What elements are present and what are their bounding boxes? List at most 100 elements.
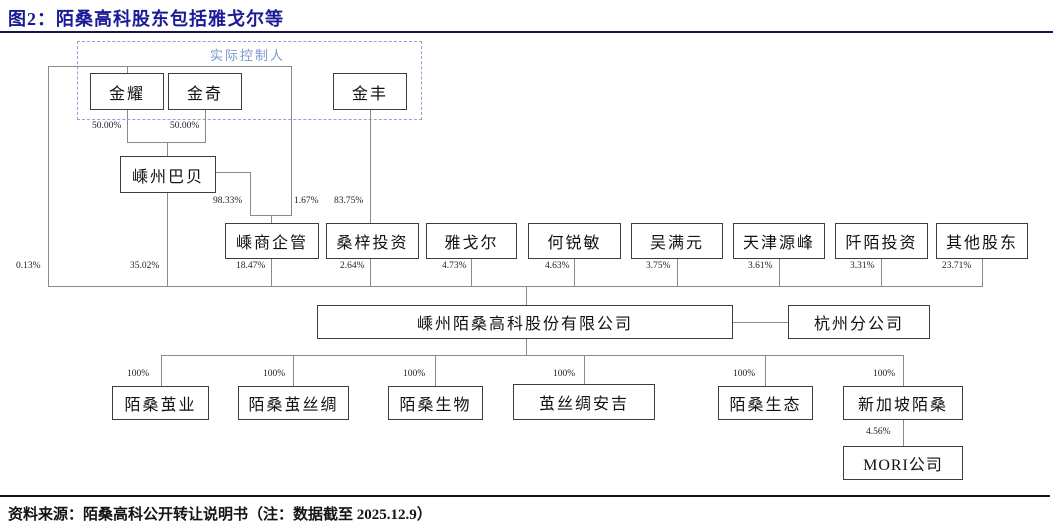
node-shengshang-qiguan: 嵊商企管 bbox=[225, 223, 319, 259]
pct-company-to-jianye: 100% bbox=[127, 369, 150, 379]
node-jinyao: 金耀 bbox=[90, 73, 164, 110]
node-jinqi-label: 金奇 bbox=[186, 85, 223, 103]
pct-company-to-jiansichou: 100% bbox=[263, 369, 286, 379]
pct-babei-to-company: 35.02% bbox=[130, 261, 160, 271]
connector-line bbox=[271, 259, 272, 286]
connector-line bbox=[370, 110, 371, 223]
node-heruimin-label: 何锐敏 bbox=[547, 235, 602, 252]
connector-line bbox=[271, 215, 272, 223]
connector-line bbox=[48, 66, 291, 67]
node-mosang-shengwu-label: 陌桑生物 bbox=[399, 397, 472, 414]
node-jinfeng-label: 金丰 bbox=[351, 85, 388, 103]
connector-line bbox=[733, 322, 788, 323]
node-mosang-jiansichou-label: 陌桑茧丝绸 bbox=[248, 397, 339, 414]
node-mori-label: MORI公司 bbox=[863, 457, 943, 474]
pct-heruimin-to-company: 4.63% bbox=[545, 261, 570, 271]
connector-line bbox=[161, 355, 162, 386]
pct-sangzi-to-company: 2.64% bbox=[340, 261, 365, 271]
connector-line bbox=[291, 66, 292, 215]
node-shengzhou-babei-label: 嵊州巴贝 bbox=[131, 168, 204, 186]
node-company-label: 嵊州陌桑高科股份有限公司 bbox=[416, 316, 633, 333]
actual-controller-label: 实际控制人 bbox=[210, 48, 286, 63]
node-mosang-shengtai-label: 陌桑生态 bbox=[729, 397, 802, 414]
node-xinjiapo-mosang: 新加坡陌桑 bbox=[843, 386, 963, 420]
node-jiansichou-anji-label: 茧丝绸安吉 bbox=[538, 396, 629, 413]
pct-qianmo-to-company: 3.31% bbox=[850, 261, 875, 271]
node-qianmo-touzi: 阡陌投资 bbox=[835, 223, 928, 259]
connector-line bbox=[765, 355, 766, 386]
node-sangzi-touzi: 桑梓投资 bbox=[326, 223, 419, 259]
connector-line bbox=[370, 259, 371, 286]
node-hangzhou-branch-label: 杭州分公司 bbox=[813, 316, 904, 333]
connector-line bbox=[127, 142, 206, 143]
node-xinjiapo-mosang-label: 新加坡陌桑 bbox=[857, 397, 948, 414]
connector-line bbox=[216, 172, 250, 173]
connector-line bbox=[526, 286, 527, 305]
connector-line bbox=[167, 193, 168, 286]
ownership-bus-line bbox=[48, 286, 983, 287]
title-underline bbox=[0, 31, 1053, 33]
node-jiansichou-anji: 茧丝绸安吉 bbox=[513, 384, 655, 420]
node-mosang-jianye: 陌桑茧业 bbox=[112, 386, 209, 420]
node-jinfeng: 金丰 bbox=[333, 73, 407, 110]
node-wumanyuan-label: 吴满元 bbox=[649, 235, 704, 252]
connector-line bbox=[903, 420, 904, 446]
pct-qiguan-to-company: 18.47% bbox=[236, 261, 266, 271]
pct-xinjiapo-to-mori: 4.56% bbox=[866, 427, 891, 437]
node-tianjin-yuanfeng: 天津源峰 bbox=[733, 223, 825, 259]
node-shengshang-qiguan-label: 嵊商企管 bbox=[235, 235, 308, 252]
connector-line bbox=[881, 259, 882, 286]
node-hangzhou-branch: 杭州分公司 bbox=[788, 305, 930, 339]
actual-controller-group-box bbox=[77, 41, 422, 120]
node-yageer: 雅戈尔 bbox=[426, 223, 517, 259]
connector-line bbox=[903, 355, 904, 386]
connector-line bbox=[250, 172, 251, 215]
connector-line bbox=[471, 259, 472, 286]
node-mosang-shengtai: 陌桑生态 bbox=[718, 386, 813, 420]
connector-line bbox=[584, 355, 585, 386]
source-note: 资料来源：陌桑高科公开转让说明书（注：数据截至 2025.12.9） bbox=[8, 507, 432, 523]
node-tianjin-yuanfeng-label: 天津源峰 bbox=[742, 235, 815, 252]
connector-line bbox=[167, 142, 168, 156]
connector-line bbox=[435, 355, 436, 386]
node-wumanyuan: 吴满元 bbox=[631, 223, 723, 259]
pct-yageer-to-company: 4.73% bbox=[442, 261, 467, 271]
node-jinqi: 金奇 bbox=[168, 73, 242, 110]
node-mori: MORI公司 bbox=[843, 446, 963, 480]
pct-controller-to-company: 0.13% bbox=[16, 261, 41, 271]
pct-company-to-xinjiapo: 100% bbox=[873, 369, 896, 379]
pct-jinfeng-to-sangzi: 83.75% bbox=[334, 196, 364, 206]
node-mosang-shengwu: 陌桑生物 bbox=[388, 386, 483, 420]
node-qita-gudong-label: 其他股东 bbox=[945, 235, 1018, 252]
pct-jinyao-to-babei: 50.00% bbox=[92, 121, 122, 131]
node-heruimin: 何锐敏 bbox=[528, 223, 621, 259]
pct-qita-to-company: 23.71% bbox=[942, 261, 972, 271]
connector-line bbox=[574, 259, 575, 286]
node-shengzhou-babei: 嵊州巴贝 bbox=[120, 156, 216, 193]
node-company: 嵊州陌桑高科股份有限公司 bbox=[317, 305, 733, 339]
node-yageer-label: 雅戈尔 bbox=[444, 235, 499, 252]
pct-babei-to-qiguan: 98.33% bbox=[213, 196, 243, 206]
connector-line bbox=[677, 259, 678, 286]
pct-tianjin-to-company: 3.61% bbox=[748, 261, 773, 271]
connector-line bbox=[526, 339, 527, 355]
footer-rule bbox=[0, 495, 1050, 497]
pct-company-to-shengtai: 100% bbox=[733, 369, 756, 379]
pct-company-to-shengwu: 100% bbox=[403, 369, 426, 379]
node-sangzi-touzi-label: 桑梓投资 bbox=[336, 235, 409, 252]
connector-line bbox=[205, 110, 206, 142]
pct-controller-to-qiguan: 1.67% bbox=[294, 196, 319, 206]
node-mosang-jianye-label: 陌桑茧业 bbox=[124, 397, 197, 414]
subsidiary-bus-line bbox=[161, 355, 904, 356]
node-mosang-jiansichou: 陌桑茧丝绸 bbox=[238, 386, 349, 420]
connector-line bbox=[779, 259, 780, 286]
connector-line bbox=[48, 66, 49, 286]
node-qita-gudong: 其他股东 bbox=[936, 223, 1028, 259]
figure-title: 图2：陌桑高科股东包括雅戈尔等 bbox=[8, 9, 284, 29]
node-jinyao-label: 金耀 bbox=[108, 85, 145, 103]
pct-jinqi-to-babei: 50.00% bbox=[170, 121, 200, 131]
node-qianmo-touzi-label: 阡陌投资 bbox=[845, 235, 918, 252]
pct-company-to-anji: 100% bbox=[553, 369, 576, 379]
connector-line bbox=[293, 355, 294, 386]
